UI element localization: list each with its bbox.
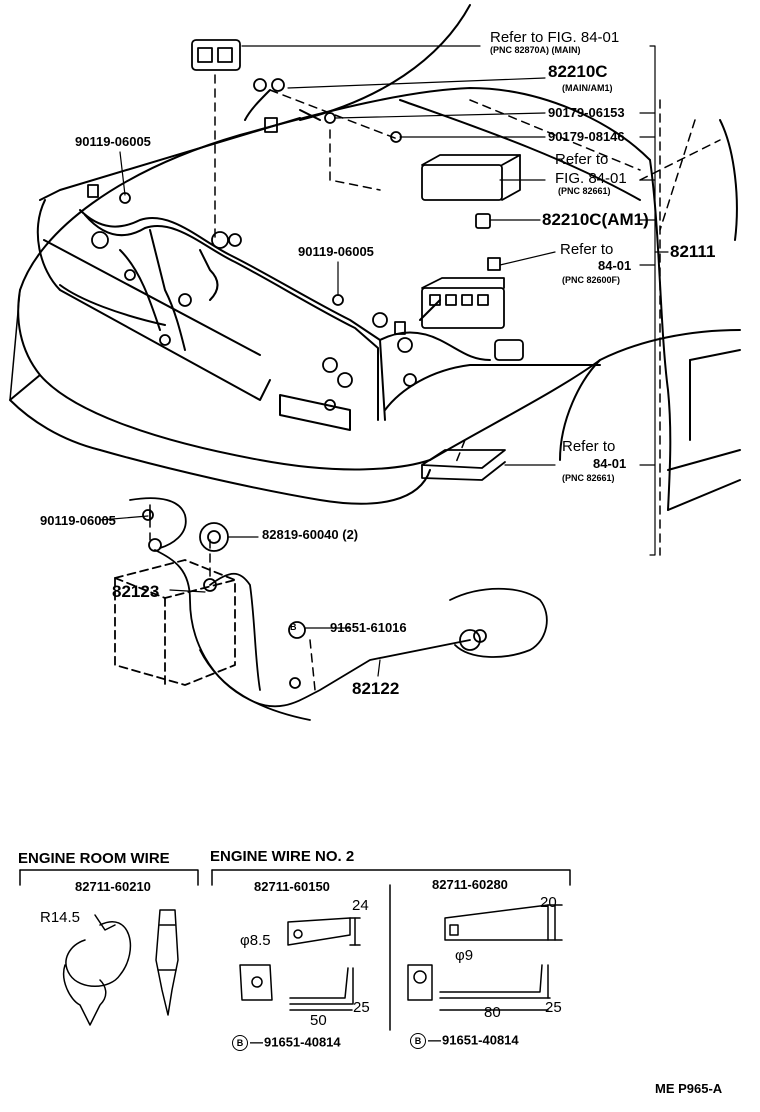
wire-harness bbox=[79, 89, 601, 421]
engine-room-wire-title: ENGINE ROOM WIRE bbox=[18, 850, 170, 867]
part-90119-06005-c: 90119-06005 bbox=[40, 513, 116, 528]
part-82210c-main-sub: (MAIN/AM1) bbox=[562, 83, 613, 93]
ref-lower-line1: Refer to bbox=[562, 438, 616, 455]
part-82111: 82111 bbox=[670, 242, 716, 261]
bolt-b-icon: B bbox=[410, 1033, 426, 1049]
dim-24: 24 bbox=[352, 897, 369, 914]
ref-b2661-line2: FIG. 84-01 bbox=[555, 170, 627, 187]
bolt-left: B—91651-40814 bbox=[232, 1035, 341, 1051]
dim-25b: 25 bbox=[545, 999, 562, 1016]
part-82819-60040: 82819-60040 (2) bbox=[262, 527, 359, 542]
ref-fig-main-pnc: (PNC 82870A) (MAIN) bbox=[490, 45, 581, 55]
bolt-b-icon: B bbox=[232, 1035, 248, 1051]
dim-80: 80 bbox=[484, 1004, 501, 1021]
part-90119-06005-a: 90119-06005 bbox=[75, 134, 151, 149]
ref-82600f-line3: (PNC 82600F) bbox=[562, 275, 621, 285]
ref-lower-line2: 84-01 bbox=[593, 456, 627, 471]
ref-lower-line3: (PNC 82661) bbox=[562, 473, 615, 483]
part-82122: 82122 bbox=[352, 679, 400, 698]
footer-code: ME P965-A bbox=[655, 1081, 723, 1096]
car-body-outline bbox=[9, 4, 741, 511]
bolt-right-pn: 91651-40814 bbox=[442, 1032, 519, 1048]
dim-phi85: φ8.5 bbox=[240, 932, 271, 949]
ref-b2661-line3: (PNC 82661) bbox=[558, 186, 611, 196]
part-90179-06153: 90179-06153 bbox=[548, 105, 625, 120]
ref-82600f-line1: Refer to bbox=[560, 241, 614, 258]
ref-fig-main: Refer to FIG. 84-01 bbox=[490, 29, 620, 46]
part-90179-08146: 90179-08146 bbox=[548, 129, 625, 144]
ref-b2661-line1: Refer to bbox=[555, 151, 609, 168]
bolt-left-pn: 91651-40814 bbox=[264, 1034, 341, 1050]
bolt-marker-b: B bbox=[290, 622, 297, 632]
part-82210c-main: 82210C bbox=[548, 62, 608, 81]
detail-section bbox=[19, 869, 571, 1031]
part-82210c-am1: 82210C(AM1) bbox=[542, 210, 649, 229]
dim-phi9: φ9 bbox=[455, 947, 474, 964]
dim-25a: 25 bbox=[353, 999, 370, 1016]
dim-50: 50 bbox=[310, 1012, 327, 1029]
ref-82600f-line2: 84-01 bbox=[598, 258, 632, 273]
part-91651-61016: 91651-61016 bbox=[330, 620, 407, 635]
connectors bbox=[87, 39, 548, 721]
part-82123: 82123 bbox=[112, 582, 160, 601]
dim-r145: R14.5 bbox=[40, 909, 81, 926]
pn-82711-60210: 82711-60210 bbox=[75, 879, 151, 894]
part-90119-06005-b: 90119-06005 bbox=[298, 244, 374, 259]
leader-lines bbox=[99, 45, 669, 677]
pn-82711-60150: 82711-60150 bbox=[254, 879, 330, 894]
engine-wire-no2-title: ENGINE WIRE NO. 2 bbox=[210, 848, 355, 865]
pn-82711-60280: 82711-60280 bbox=[432, 877, 508, 892]
bolt-right: B—91651-40814 bbox=[410, 1033, 519, 1049]
dim-20: 20 bbox=[540, 894, 557, 911]
